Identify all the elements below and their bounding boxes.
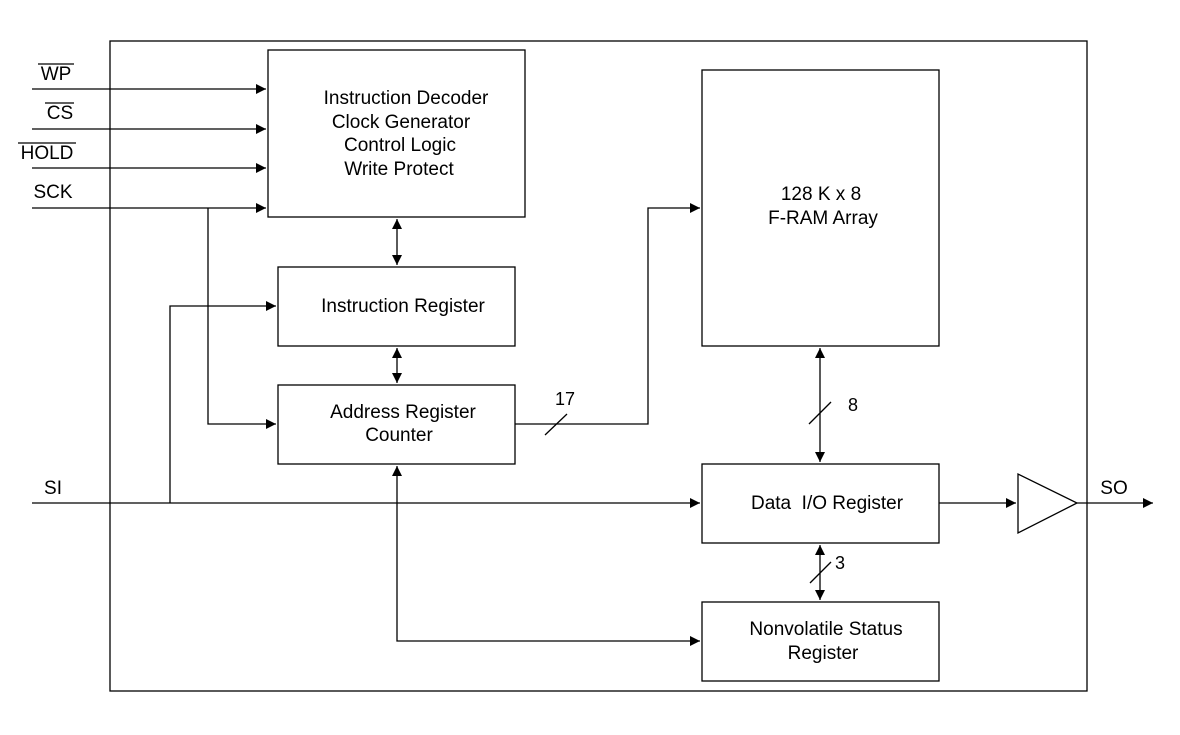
chip-outline xyxy=(109,40,1088,692)
fram-array-line-1: 128 K x 8 xyxy=(781,184,861,205)
control-line-2: Clock Generator xyxy=(332,112,471,133)
instruction-register-label: Instruction Register xyxy=(321,296,485,317)
fram-array-line-2: F-RAM Array xyxy=(768,208,878,229)
status-bus-width: 3 xyxy=(835,553,845,573)
control-line-4: Write Protect xyxy=(344,159,454,180)
hold-label: HOLD xyxy=(21,143,74,164)
address-bus-width: 17 xyxy=(555,389,575,409)
status-register-block xyxy=(701,601,940,682)
address-bus-wire xyxy=(515,203,700,425)
sck-label: SCK xyxy=(33,182,72,203)
status-register-line-2: Register xyxy=(788,643,859,664)
address-bus-slash xyxy=(544,413,568,436)
sck-to-address-wire xyxy=(207,208,276,429)
address-register-line-1: Address Register xyxy=(330,402,476,423)
control-line-1: Instruction Decoder xyxy=(324,88,489,109)
wp-label: WP xyxy=(41,64,72,85)
si-to-instruction-wire xyxy=(169,301,276,503)
status-register-line-1: Nonvolatile Status xyxy=(749,619,902,640)
cs-label: CS xyxy=(47,103,73,124)
data-io-register-block xyxy=(701,463,940,544)
status-bus-slash xyxy=(809,561,832,584)
data-io-register-label: Data I/O Register xyxy=(751,493,904,514)
instruction-register-block xyxy=(277,266,516,347)
si-label: SI xyxy=(44,478,62,499)
data-bus-width: 8 xyxy=(848,395,858,415)
address-status-link xyxy=(392,466,700,646)
so-label: SO xyxy=(1100,478,1127,499)
control-line-3: Control Logic xyxy=(344,135,456,156)
output-buffer-symbol xyxy=(1017,472,1079,535)
control-logic-block xyxy=(267,49,526,218)
fram-array-block xyxy=(701,69,940,347)
address-register-block xyxy=(277,384,516,465)
address-register-line-2: Counter xyxy=(365,425,433,446)
data-bus-slash xyxy=(808,401,832,425)
